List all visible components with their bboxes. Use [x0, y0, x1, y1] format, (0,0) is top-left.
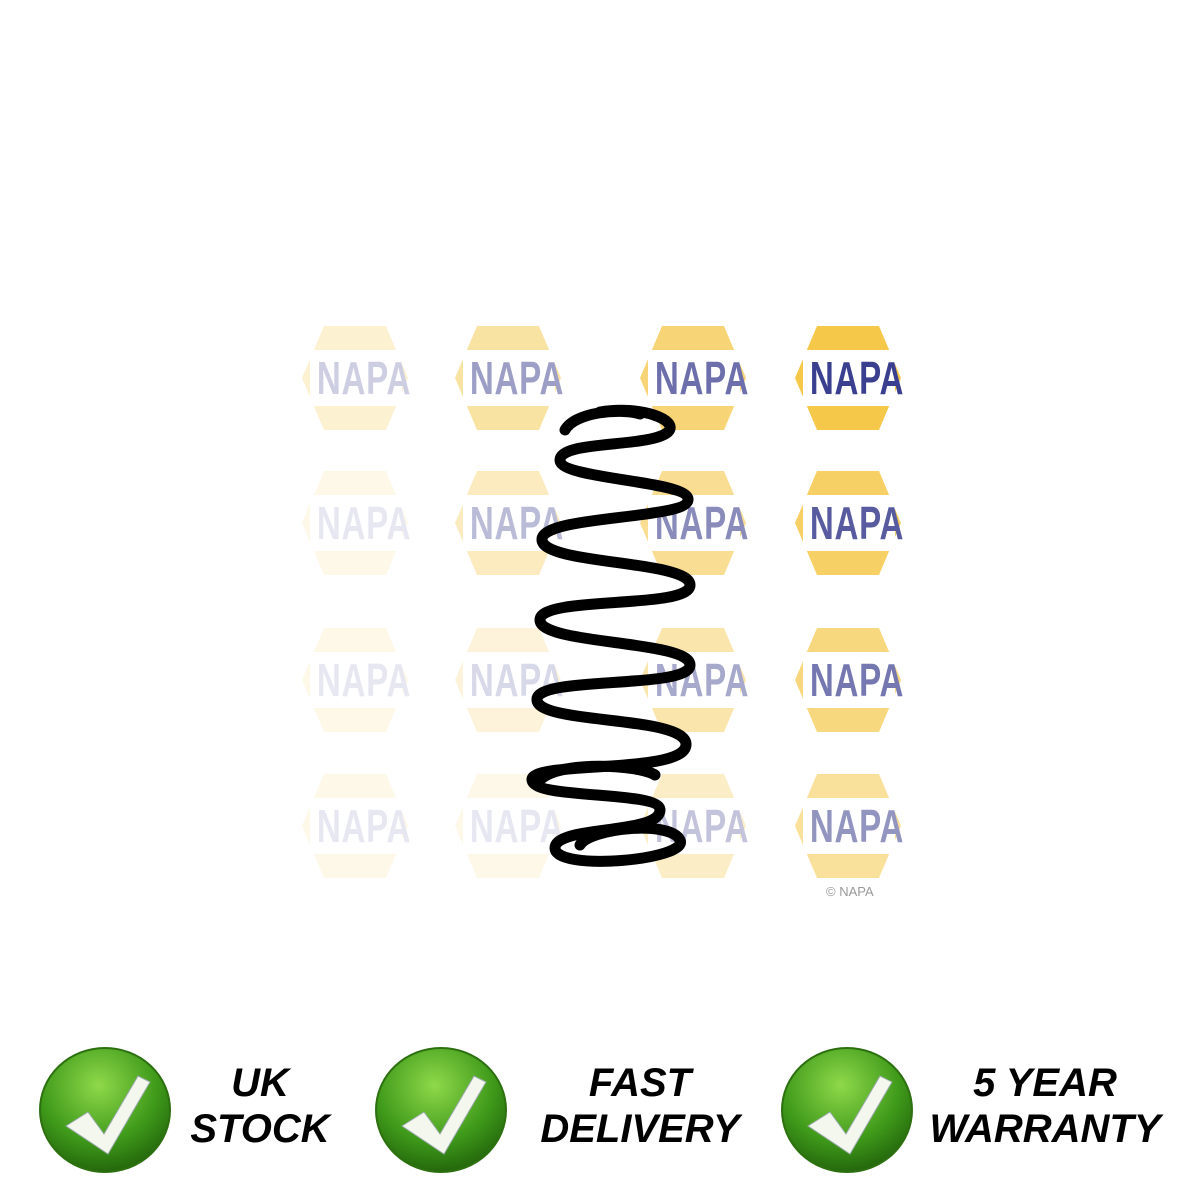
napa-logo: NAPA	[455, 471, 563, 575]
napa-logo: NAPA	[455, 326, 563, 430]
check-icon	[38, 1046, 172, 1174]
feature-line2: WARRANTY	[929, 1107, 1161, 1151]
check-icon	[374, 1046, 508, 1174]
napa-logo: NAPA	[455, 774, 563, 878]
napa-logo: NAPA	[455, 628, 563, 732]
napa-logo: NAPA	[640, 326, 748, 430]
feature-line1: 5 YEAR	[973, 1061, 1117, 1105]
feature-line1: FAST	[588, 1061, 692, 1105]
check-icon	[780, 1046, 914, 1174]
napa-logo: NAPA	[302, 471, 410, 575]
feature-line2: STOCK	[190, 1107, 330, 1151]
napa-logo: NAPA	[795, 326, 903, 430]
napa-logo: NAPA	[302, 774, 410, 878]
napa-logo: NAPA	[302, 326, 410, 430]
napa-logo: NAPA	[640, 471, 748, 575]
feature-line2: DELIVERY	[540, 1107, 740, 1151]
napa-logo: NAPA	[795, 774, 903, 878]
feature-line1: UK	[231, 1061, 289, 1105]
napa-logo: NAPA	[795, 628, 903, 732]
napa-logo: NAPA	[302, 628, 410, 732]
copyright-text: © NAPA	[826, 884, 874, 899]
napa-logo: NAPA	[795, 471, 903, 575]
